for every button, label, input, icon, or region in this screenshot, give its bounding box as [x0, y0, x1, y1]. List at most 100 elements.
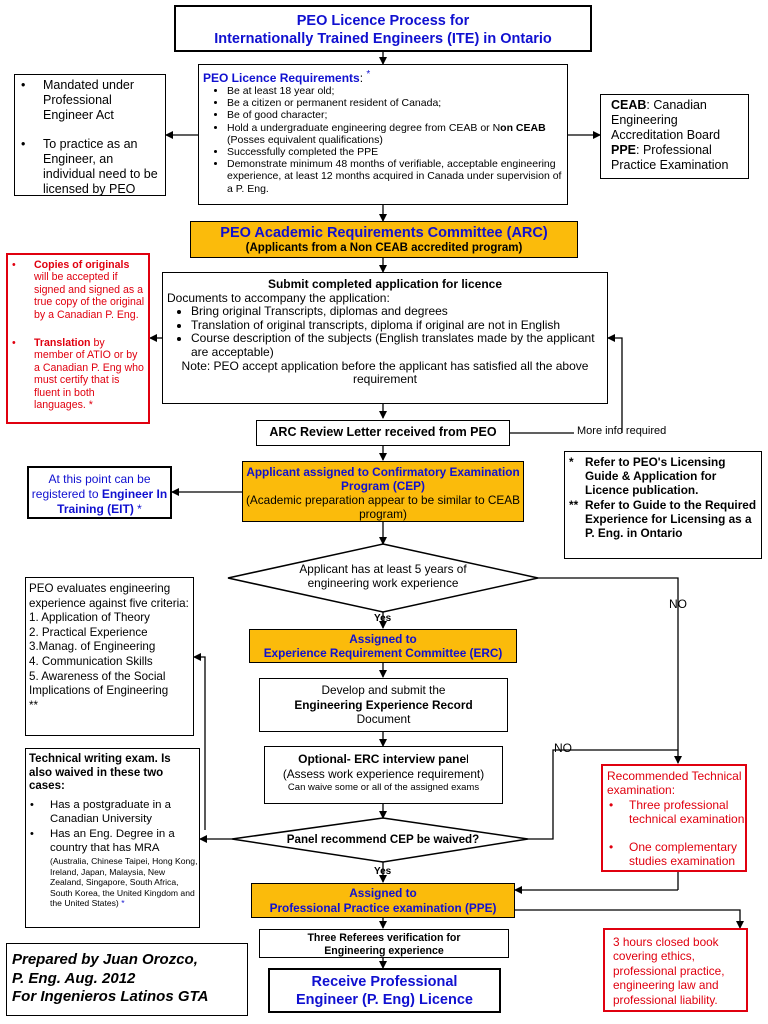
receive-line1: Receive Professional [311, 974, 458, 990]
interview-box: Optional- ERC interview panel (Assess wo… [264, 746, 503, 804]
prepared-line1: Prepared by Juan Orozco, [12, 951, 198, 968]
arc-title: PEO Academic Requirements Committee (ARC… [220, 225, 548, 241]
copies-box: • Copies of originals will be accepted i… [6, 253, 150, 424]
mandated-item-2: To practice as an Engineer, an individua… [43, 137, 158, 196]
refer-star-2: ** [569, 498, 579, 512]
tw-item-1: Has a postgraduate in a Canadian Univers… [50, 799, 171, 825]
submit-item-3: Course description of the subjects (Engl… [191, 332, 603, 359]
arc-review-box: ARC Review Letter received from PEO [256, 420, 510, 446]
refer-item-2: Refer to Guide to the Required Experienc… [585, 498, 757, 541]
submit-item-1: Bring original Transcripts, diplomas and… [191, 305, 603, 319]
interview-line2: (Assess work experience requirement) [282, 767, 485, 781]
ppe-exam-line2: Professional Practice examination (PPE) [269, 900, 497, 915]
requirements-box: PEO Licence Requirements: * Be at least … [198, 64, 568, 205]
req-item-2: Be a citizen or permanent resident of Ca… [227, 97, 563, 109]
record-line2: Engineering Experience Record [294, 697, 473, 712]
title-box: PEO Licence Process for Internationally … [174, 5, 592, 52]
refer-star-1: * [569, 455, 574, 469]
submit-docs-label: Documents to accompany the application: [167, 290, 390, 305]
refer-box: * Refer to PEO's Licensing Guide & Appli… [564, 451, 762, 559]
tw-bullet-1: • [30, 799, 34, 811]
record-line1: Develop and submit the [321, 683, 446, 697]
criteria-item-1: 1. Application of Theory [29, 611, 150, 625]
req-item-1: Be at least 18 year old; [227, 85, 563, 97]
interview-title: Optional- ERC interview panel [298, 752, 469, 766]
prepared-line2: P. Eng. Aug. 2012 [12, 969, 136, 987]
erc-line1: Assigned to [349, 632, 417, 646]
mandated-bullet-1: • [21, 78, 26, 92]
cep-box: Applicant assigned to Confirmatory Exami… [242, 461, 524, 522]
referees-box: Three Referees verification for Engineer… [259, 929, 509, 958]
arc-review-label: ARC Review Letter received from PEO [269, 425, 497, 439]
mandated-bullet-2: • [21, 137, 26, 151]
decision1-label: Applicant has at least 5 years of engine… [299, 562, 467, 590]
arrow-erc-criteria [193, 653, 206, 830]
hours-label: 3 hours closed book covering ethics, pro… [613, 935, 725, 1007]
erc-line2: Experience Requirement Committee (ERC) [263, 646, 503, 660]
more-info-label: More info required [577, 425, 667, 437]
req-item-degree: Hold a undergraduate engineering degree … [227, 122, 563, 146]
techwriting-heading: Technical writing exam. Is also waived i… [29, 753, 171, 792]
criteria-intro: PEO evaluates engineering experience aga… [29, 582, 189, 610]
submit-heading: Submit completed application for licence [267, 277, 503, 291]
cep-subtitle: (Academic preparation appear to be simil… [245, 493, 521, 521]
criteria-item-3: 3.Manag. of Engineering [29, 640, 156, 654]
no1-label: NO [669, 597, 687, 611]
prepared-line3: For Ingenieros Latinos GTA [12, 988, 209, 1005]
criteria-item-6: ** [29, 698, 39, 712]
line-decision1-no [538, 577, 682, 764]
req-item-5: Demonstrate minimum 48 months of verifia… [227, 158, 563, 195]
record-line3: Document [356, 712, 411, 726]
tw-star: * [121, 898, 125, 908]
criteria-box: PEO evaluates engineering experience aga… [25, 577, 194, 736]
ceab-box: CEAB: Canadian Engineering Accreditation… [600, 94, 749, 179]
hours-box: 3 hours closed book covering ethics, pro… [603, 928, 748, 1012]
mandated-box: • Mandated under Professional Engineer A… [14, 74, 166, 196]
ceab-definition: CEAB: Canadian Engineering Accreditation… [611, 98, 721, 142]
ppe-exam-line1: Assigned to [349, 886, 417, 900]
submit-box: Submit completed application for licence… [162, 272, 608, 404]
decision2-diamond [231, 817, 529, 863]
no2-label: NO [554, 741, 572, 755]
tw-item-2: Has an Eng. Degree in a country that has… [50, 828, 175, 854]
receive-box: Receive Professional Engineer (P. Eng) L… [268, 968, 501, 1013]
techwriting-box: Technical writing exam. Is also waived i… [25, 748, 200, 928]
decision1-diamond [227, 543, 539, 613]
decision2-label: Panel recommend CEP be waived? [286, 833, 480, 846]
tw-bullet-2: • [30, 828, 34, 840]
yes2-label: Yes [374, 866, 392, 877]
requirements-heading: PEO Licence Requirements [203, 71, 360, 85]
arc-box: PEO Academic Requirements Committee (ARC… [190, 221, 578, 258]
interview-line3: Can waive some or all of the assigned ex… [287, 782, 480, 793]
receive-line2: Engineer (P. Eng) Licence [295, 991, 473, 1008]
criteria-item-4: 4. Communication Skills [29, 654, 153, 668]
rec-item-1: Three professional technical examination [629, 798, 745, 827]
referees-line2: Engineering experience [324, 944, 444, 957]
copies-item-1: Copies of originals will be accepted if … [34, 259, 145, 321]
recommended-box: Recommended Technical examination: • Thr… [601, 764, 747, 872]
requirements-star: * [366, 69, 371, 80]
referees-line1: Three Referees verification for [307, 932, 461, 944]
req-item-4: Successfully completed the PPE [227, 146, 563, 158]
ppe-exam-box: Assigned to Professional Practice examin… [251, 883, 515, 918]
arrow-ppe-hours [515, 909, 744, 929]
submit-note: Note: PEO accept application before the … [181, 358, 589, 387]
title-line1: PEO Licence Process for [296, 13, 470, 29]
copies-item-2: Translation by member of ATIO or by a Ca… [34, 337, 144, 412]
eit-box: At this point can be registered to Engin… [27, 466, 172, 519]
arc-subtitle: (Applicants from a Non CEAB accredited p… [245, 242, 523, 254]
line-decision2-no [528, 749, 678, 840]
requirements-colon: : [359, 71, 364, 85]
recommended-heading: Recommended Technical examination: [607, 769, 742, 798]
yes1-label: Yes [374, 613, 392, 624]
tw-countries: (Australia, Chinese Taipei, Hong Kong, I… [50, 856, 198, 908]
arrow-more-info-loop [607, 334, 623, 433]
prepared-box: Prepared by Juan Orozco, P. Eng. Aug. 20… [6, 943, 248, 1016]
title-line2: Internationally Trained Engineers (ITE) … [214, 31, 552, 47]
rec-bullet-2: • [609, 840, 614, 854]
criteria-item-2: 2. Practical Experience [29, 625, 148, 639]
submit-item-2: Translation of original transcripts, dip… [191, 318, 603, 333]
rec-bullet-1: • [609, 798, 614, 812]
copies-bullet-1: • [12, 259, 16, 271]
